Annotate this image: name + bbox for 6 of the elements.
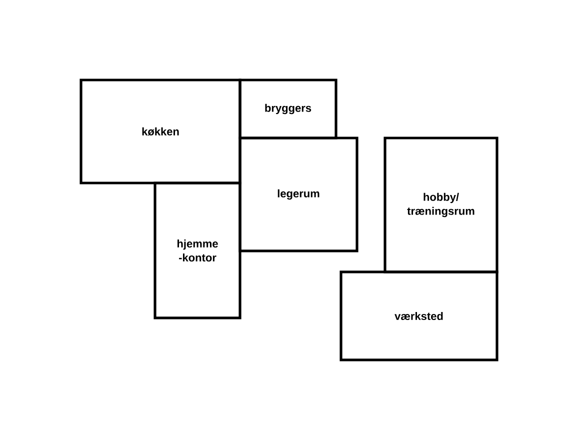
room-box: hobby/ træningsrum <box>384 136 498 274</box>
room-box: værksted <box>340 270 498 362</box>
room-box: køkken <box>80 78 242 184</box>
room-box: legerum <box>238 136 358 252</box>
room-box: bryggers <box>238 78 338 140</box>
room-box: hjemme -kontor <box>154 182 242 320</box>
